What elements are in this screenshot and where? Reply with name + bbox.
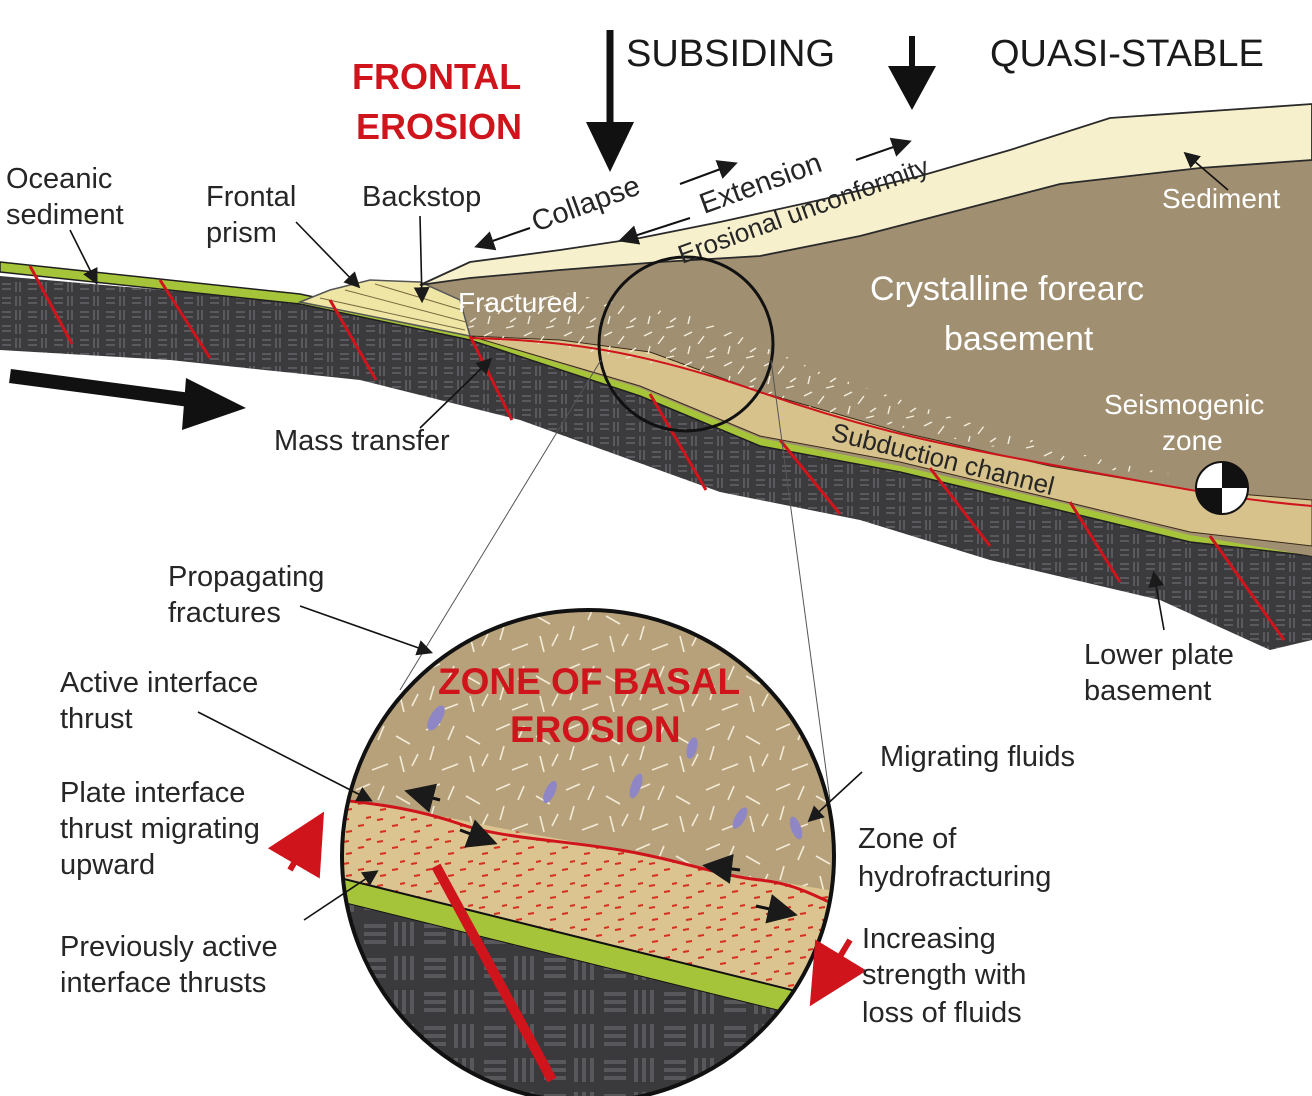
- seismogenic-label: Seismogenic: [1104, 389, 1264, 420]
- downgoing-plate: [0, 276, 1312, 650]
- slab-faults: [28, 265, 1286, 641]
- frontal-prism-label: Frontal: [206, 181, 296, 213]
- forearc-basement: [420, 112, 1312, 556]
- propagating-label: Propagating: [168, 561, 324, 593]
- previous-thrusts-label: Previously active: [60, 931, 278, 963]
- sediment-label: Sediment: [1162, 183, 1281, 214]
- fractured-label: Fractured: [458, 287, 578, 318]
- active-thrust-label-2: thrust: [60, 703, 133, 735]
- plate-interface-label-3: upward: [60, 849, 155, 881]
- subduction-arrow: [9, 369, 246, 430]
- frontal-prism-label-2: prism: [206, 217, 277, 249]
- backstop-label: Backstop: [362, 181, 481, 213]
- hydrofracturing-label: Zone of: [858, 823, 957, 855]
- fractured-zone: [460, 292, 1180, 476]
- sediment-cover: [419, 103, 1312, 286]
- plate-interface-label: Plate interface: [60, 777, 245, 809]
- plate-interface-label-2: thrust migrating: [60, 813, 260, 845]
- lower-plate-label-2: basement: [1084, 675, 1211, 707]
- seismogenic-label-2: zone: [1162, 425, 1223, 456]
- red-arrows: [267, 811, 867, 1007]
- oceanic-sediment-label: Oceanic: [6, 163, 112, 195]
- propagating-label-2: fractures: [168, 597, 281, 629]
- quasi-stable-label: QUASI-STABLE: [990, 33, 1264, 75]
- focal-mechanism-icon: [1195, 461, 1249, 515]
- subsiding-label: SUBSIDING: [626, 33, 835, 75]
- mass-transfer-label: Mass transfer: [274, 425, 450, 457]
- zone-basal-erosion-title-2: EROSION: [510, 709, 681, 750]
- zoom-circle: [597, 255, 775, 433]
- increasing-strength-label-2: strength with: [862, 959, 1026, 991]
- crystalline-label: Crystalline forearc: [870, 270, 1144, 308]
- oceanic-sediment-label-2: sediment: [6, 199, 124, 231]
- hydrofracturing-label-2: hydrofracturing: [858, 861, 1051, 893]
- subsiding-arrows: [586, 30, 936, 172]
- inset-zone: [342, 610, 834, 1096]
- frontal-erosion-title-2: EROSION: [356, 106, 522, 147]
- inset-circle-border: [340, 608, 836, 1096]
- inset-leaders: [197, 605, 863, 921]
- collapse-label: Collapse: [527, 170, 644, 239]
- collapse-extension-arrows: [474, 137, 912, 251]
- lower-plate-label: Lower plate: [1084, 639, 1234, 671]
- frontal-erosion-title: FRONTAL: [352, 56, 521, 97]
- migrating-fluids-label: Migrating fluids: [880, 741, 1075, 773]
- leader-lines: [69, 151, 1229, 631]
- increasing-strength-label-3: loss of fluids: [862, 997, 1022, 1029]
- increasing-strength-label: Increasing: [862, 923, 996, 955]
- crystalline-label-2: basement: [944, 320, 1094, 358]
- previous-thrusts-label-2: interface thrusts: [60, 967, 266, 999]
- active-thrust-label: Active interface: [60, 667, 258, 699]
- zone-basal-erosion-title: ZONE OF BASAL: [438, 661, 740, 702]
